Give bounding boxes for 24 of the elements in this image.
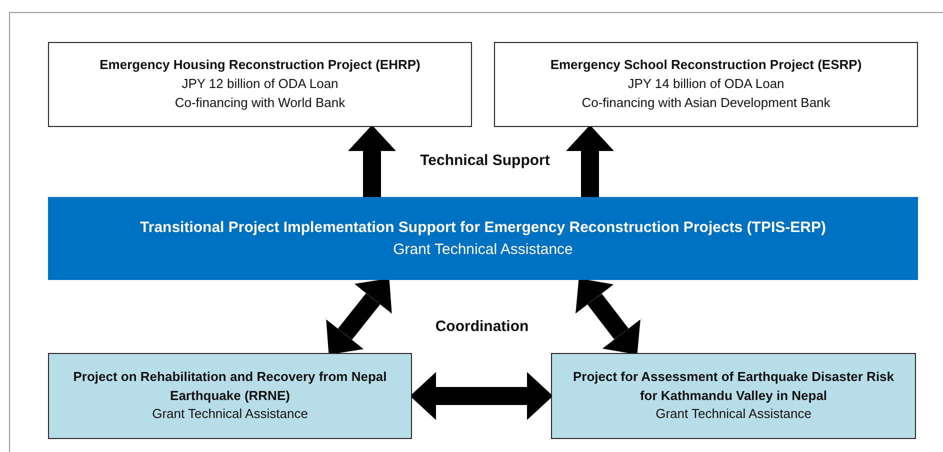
relation-label: Technical Support — [419, 151, 551, 171]
project-detail: Co-financing with Asian Development Bank — [582, 94, 830, 112]
program-band — [48, 197, 918, 280]
project-detail: Co-financing with World Bank — [174, 94, 346, 112]
project-title: Emergency School Reconstruction Project (ESRP) — [550, 56, 862, 74]
project-title: Emergency Housing Reconstruction Project (EHRP) — [100, 56, 420, 74]
block-arrow — [410, 372, 553, 420]
project-box — [48, 353, 412, 439]
project-detail: Grant Technical Assistance — [656, 405, 812, 424]
project-title: Project for Assessment of Earthquake Disaster Risk for Kathmandu Valley in Nepal — [572, 368, 896, 405]
block-arrow — [348, 125, 396, 197]
block-arrow — [566, 125, 614, 197]
project-detail: Grant Technical Assistance — [152, 405, 308, 424]
project-title: Transitional Project Implementation Support for Emergency Reconstruction Projects (TPIS-ERP) — [140, 218, 826, 238]
project-box — [494, 42, 918, 127]
project-title: Project on Rehabilitation and Recovery from Nepal Earthquake (RRNE) — [72, 368, 388, 405]
relation-label: Coordination — [434, 317, 530, 337]
project-detail: JPY 14 billion of ODA Loan — [628, 75, 784, 94]
project-box — [551, 353, 916, 439]
project-box — [48, 42, 472, 127]
project-detail: JPY 12 billion of ODA Loan — [182, 75, 338, 94]
block-arrow — [326, 278, 392, 355]
block-arrow — [576, 278, 640, 355]
project-detail: Grant Technical Assistance — [393, 240, 573, 260]
